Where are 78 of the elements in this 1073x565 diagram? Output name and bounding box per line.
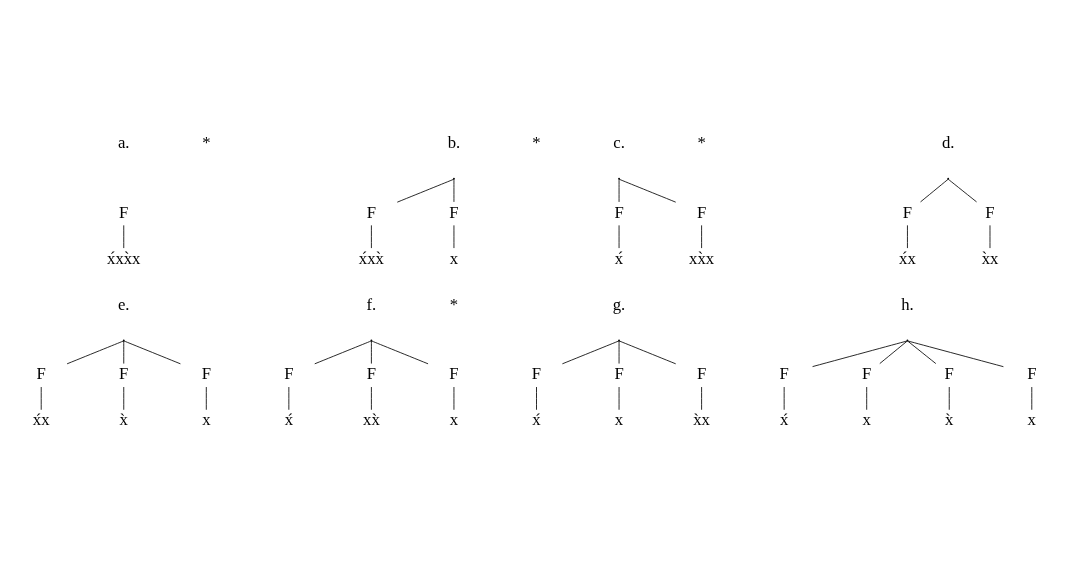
connector — [907, 340, 1004, 368]
label: b. — [447, 132, 461, 152]
connector — [701, 224, 702, 249]
connector — [701, 386, 702, 411]
label: * — [532, 132, 541, 152]
connector — [907, 340, 937, 364]
node-text: x̀x — [693, 410, 710, 430]
node-text: F — [944, 364, 954, 384]
label: f. — [366, 294, 377, 314]
node-text: F — [862, 364, 872, 384]
label: * — [449, 294, 459, 314]
node-point — [618, 177, 620, 180]
node-text: x́ — [284, 410, 294, 430]
label: e. — [117, 294, 130, 314]
node-text: F — [449, 202, 459, 222]
node-text: x — [862, 410, 871, 430]
connector — [396, 178, 455, 203]
node-point — [906, 339, 909, 342]
node-text: x — [1027, 410, 1036, 430]
node-point — [947, 177, 950, 180]
node-text: x̀x — [981, 248, 999, 268]
connector — [879, 340, 908, 364]
node-text: F — [696, 364, 707, 384]
connector — [205, 386, 207, 411]
node-text: x́x — [899, 248, 916, 268]
connector — [370, 386, 372, 411]
node-text: F — [531, 364, 542, 384]
node-text: F — [36, 364, 46, 384]
label: * — [697, 132, 706, 152]
node-point — [453, 177, 455, 180]
node-text: x́ — [614, 248, 624, 268]
node-text: F — [119, 364, 129, 384]
label: c. — [613, 132, 625, 152]
label: a. — [117, 132, 130, 152]
node-text: F — [614, 364, 624, 384]
node-text: F — [284, 364, 294, 384]
node-point — [370, 339, 373, 342]
node-text: x — [614, 410, 624, 430]
node-text: F — [614, 202, 624, 222]
connector — [812, 340, 908, 367]
node-text: x́xx̀ — [358, 248, 384, 268]
node-text: F — [366, 202, 377, 222]
connector — [618, 178, 620, 203]
label: * — [202, 132, 211, 152]
label: h. — [901, 294, 914, 314]
node-text: F — [366, 364, 377, 384]
node-text: F — [779, 364, 789, 384]
connector — [947, 178, 977, 203]
node-text: x — [449, 410, 459, 430]
connector — [618, 178, 677, 203]
node-text: x́ — [779, 410, 789, 430]
node-text: xx̀x — [689, 248, 715, 268]
node-text: x — [202, 410, 211, 430]
node-text: F — [201, 364, 211, 384]
connector — [907, 224, 908, 249]
node-text: F — [449, 364, 459, 384]
connector — [453, 178, 455, 203]
connector — [866, 386, 868, 411]
connector — [314, 340, 372, 365]
connector — [370, 340, 372, 364]
node-text: F — [696, 202, 707, 222]
node-text: F — [1027, 364, 1037, 384]
node-text: F — [902, 202, 913, 222]
label: g. — [612, 294, 626, 314]
node-text: x́xx̀x — [107, 248, 141, 268]
connector — [371, 340, 429, 365]
node-text: x — [449, 248, 459, 268]
connector — [920, 178, 949, 203]
connector — [536, 386, 537, 411]
connector — [370, 224, 372, 249]
node-text: F — [119, 202, 129, 222]
node-text: x̀ — [119, 410, 128, 430]
node-text: F — [985, 202, 995, 222]
node-text: x́x — [32, 410, 50, 430]
node-text: x̀ — [945, 410, 954, 430]
node-text: x́ — [532, 410, 541, 430]
label: d. — [941, 132, 955, 152]
node-text: xx̀ — [363, 410, 380, 430]
